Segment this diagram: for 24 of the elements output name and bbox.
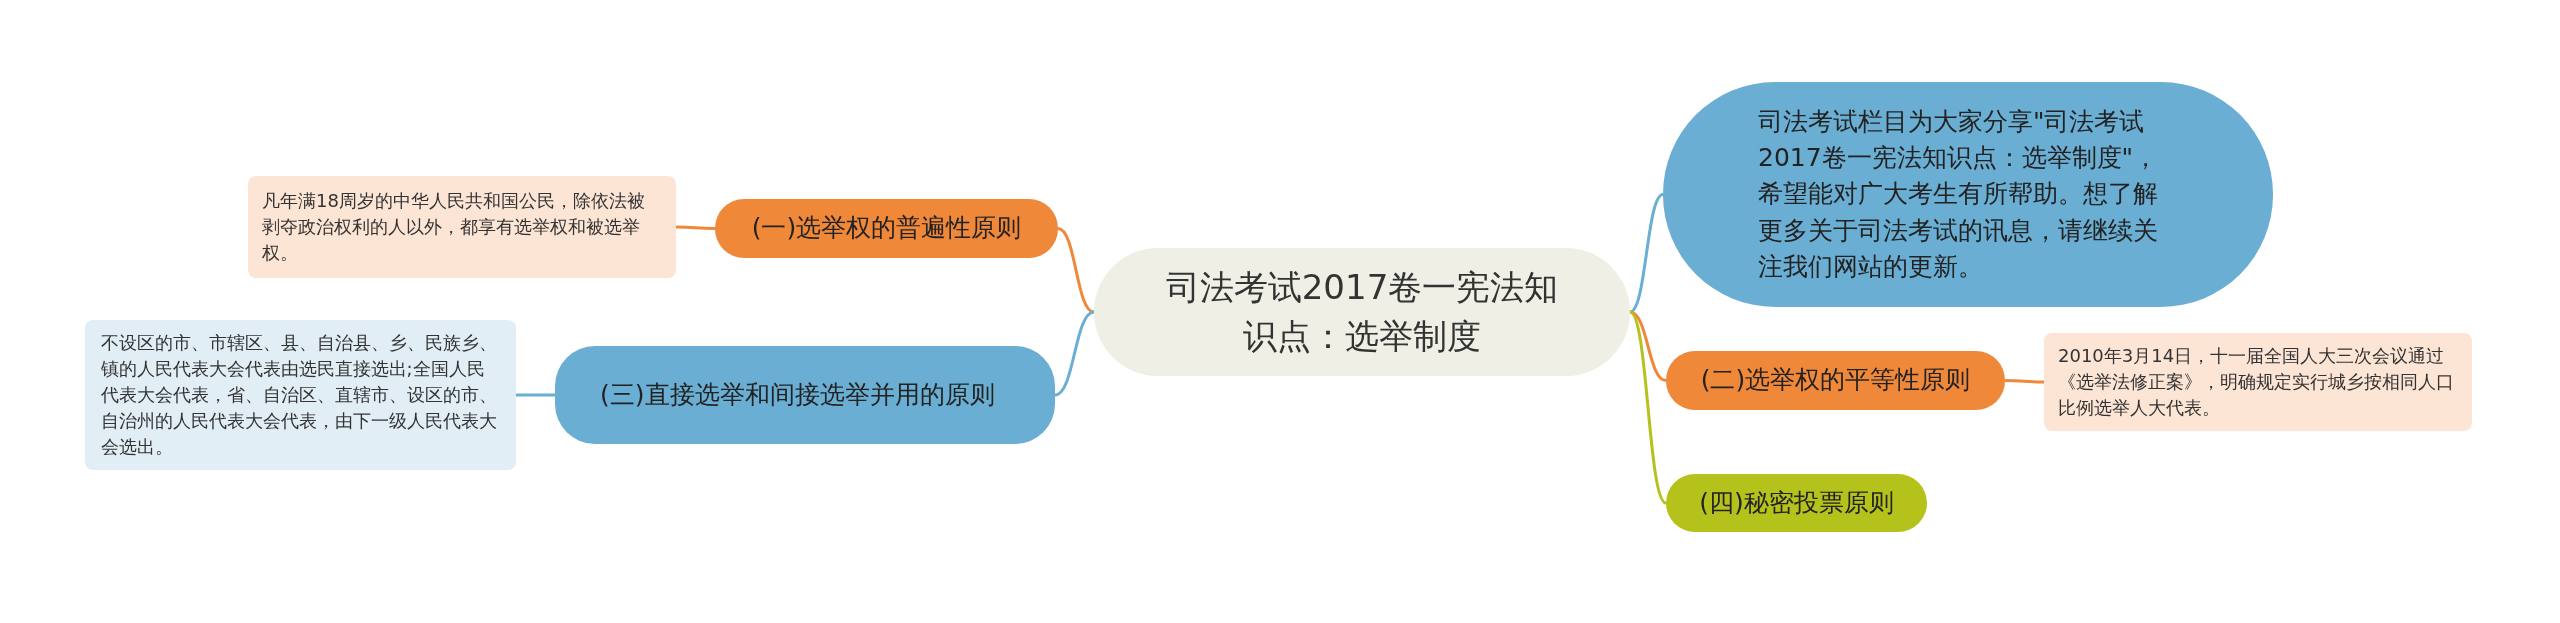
branch-box (555, 346, 1055, 444)
branch-box (1666, 351, 2005, 410)
node-text: (三)直接选举和间接选举并用的原则 (600, 378, 996, 411)
connector-line (516, 393, 555, 397)
connector-line (2005, 379, 2044, 384)
node-text: 不设区的市、市辖区、县、自治县、乡、民族乡、镇的人民代表大会代表由选民直接选出;全国人民代表大会代表，省、自治区、直辖市、设区的市、自治州的人民代表大会代表，由下一级人民代表大会选出。 (100, 330, 498, 460)
connector-line (1629, 193, 1664, 314)
branch-box (1666, 474, 1927, 532)
node-text: 司法考试栏目为大家分享"司法考试2017卷一宪法知识点：选举制度"，希望能对广大考生有所帮助。想了解更多关于司法考试的讯息，请继续关注我们网站的更新。 (1758, 105, 2160, 283)
connector-line (1629, 310, 1667, 505)
note-card (2044, 333, 2472, 431)
connector-line (1054, 310, 1095, 397)
node-text: 司法考试2017卷一宪法知识点：选举制度 (1164, 265, 1560, 358)
node-text: (二)选举权的平等性原则 (1699, 364, 1972, 397)
node-text: 2010年3月14日，十一届全国人大三次会议通过《选举法修正案》，明确规定实行城乡按相同人口比例选举人大代表。 (2058, 343, 2455, 421)
node-text: 凡年满18周岁的中华人民共和国公民，除依法被剥夺政治权利的人以外，都享有选举权和被选举权。 (262, 188, 646, 266)
node-text: (四)秘密投票原则 (1698, 486, 1895, 519)
note-card (248, 176, 676, 278)
connector-line (676, 225, 715, 230)
connector-line (1629, 310, 1667, 382)
note-card (85, 320, 516, 470)
connector-line (1057, 227, 1095, 314)
branch-box (715, 199, 1058, 258)
node-text: (一)选举权的普遍性原则 (750, 212, 1023, 245)
